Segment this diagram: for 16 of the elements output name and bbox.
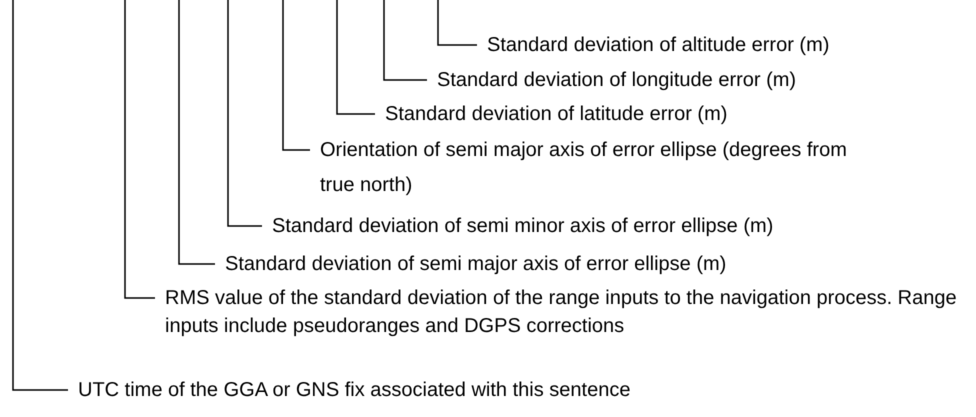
- leader-line: [437, 0, 477, 46]
- leader-line: [383, 0, 427, 81]
- annotation-text: Standard deviation of latitude error (m): [385, 102, 728, 126]
- leader-line: [124, 0, 155, 299]
- annotation-text: Standard deviation of longitude error (m): [437, 68, 796, 92]
- leader-line: [336, 0, 375, 115]
- leader-line: [227, 0, 262, 227]
- leader-line: [178, 0, 215, 265]
- annotation-text: Standard deviation of altitude error (m): [487, 33, 830, 57]
- leader-line: [12, 0, 68, 391]
- annotation-text: Orientation of semi major axis of error ellipse (degrees from true north): [320, 138, 848, 198]
- leader-line: [282, 0, 310, 151]
- annotation-text: RMS value of the standard deviation of the range inputs to the navigation process. Range inputs include pseudoranges and DGPS corrections: [165, 286, 958, 339]
- annotation-text: Standard deviation of semi major axis of error ellipse (m): [225, 252, 726, 276]
- annotation-text: Standard deviation of semi minor axis of error ellipse (m): [272, 214, 774, 238]
- annotation-text: UTC time of the GGA or GNS fix associated with this sentence: [78, 378, 630, 402]
